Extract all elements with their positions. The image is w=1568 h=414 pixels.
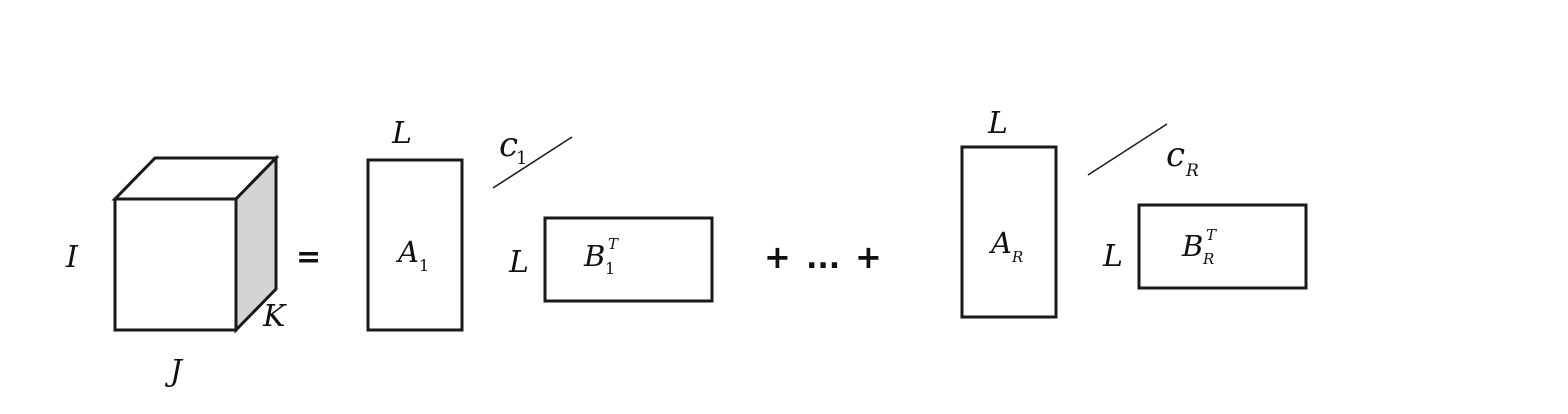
tensor-cube bbox=[111, 154, 280, 334]
term1-a-top-label: L bbox=[391, 116, 412, 151]
term1-vector-c bbox=[492, 136, 573, 189]
term1-b-superscript: T bbox=[608, 235, 619, 253]
term1-c-subscript: 1 bbox=[516, 148, 527, 169]
termr-matrix-b bbox=[1137, 203, 1308, 290]
termr-matrix-a bbox=[960, 145, 1058, 319]
term1-matrix-a bbox=[366, 158, 464, 332]
termr-a-label: A bbox=[988, 226, 1012, 260]
tensor-label-j: J bbox=[164, 354, 184, 389]
termr-a-subscript: R bbox=[1011, 248, 1023, 266]
termr-b-label: B bbox=[1181, 229, 1203, 263]
termr-vector-c bbox=[1087, 123, 1168, 176]
term1-a-label: A bbox=[395, 235, 419, 269]
term-1: L A 1 c 1 L B T 1 bbox=[366, 116, 714, 332]
term1-matrix-b bbox=[543, 216, 714, 303]
termr-b-superscript: T bbox=[1206, 226, 1217, 244]
plus-sign-left: + bbox=[764, 238, 791, 276]
term1-b-subscript: 1 bbox=[605, 259, 615, 278]
term1-b-left-label: L bbox=[508, 245, 529, 280]
term1-c-label: c bbox=[499, 125, 518, 165]
termr-b-left-label: L bbox=[1102, 239, 1123, 274]
tensor-label-i: I bbox=[65, 240, 79, 275]
termr-a-top-label: L bbox=[987, 106, 1008, 141]
tensor-label-k: K bbox=[262, 299, 287, 334]
plus-sign-right: + bbox=[855, 238, 882, 276]
term1-b-label: B bbox=[583, 239, 605, 273]
term1-a-subscript: 1 bbox=[419, 256, 429, 275]
termr-b-subscript: R bbox=[1202, 250, 1214, 268]
termr-c-label: c bbox=[1166, 135, 1185, 175]
ellipsis: ... bbox=[806, 241, 840, 276]
cube-front-face bbox=[113, 197, 238, 332]
termr-c-subscript: R bbox=[1185, 161, 1199, 181]
equals-sign: = bbox=[296, 240, 321, 275]
term-r: L A R c R L B T R bbox=[960, 106, 1308, 319]
